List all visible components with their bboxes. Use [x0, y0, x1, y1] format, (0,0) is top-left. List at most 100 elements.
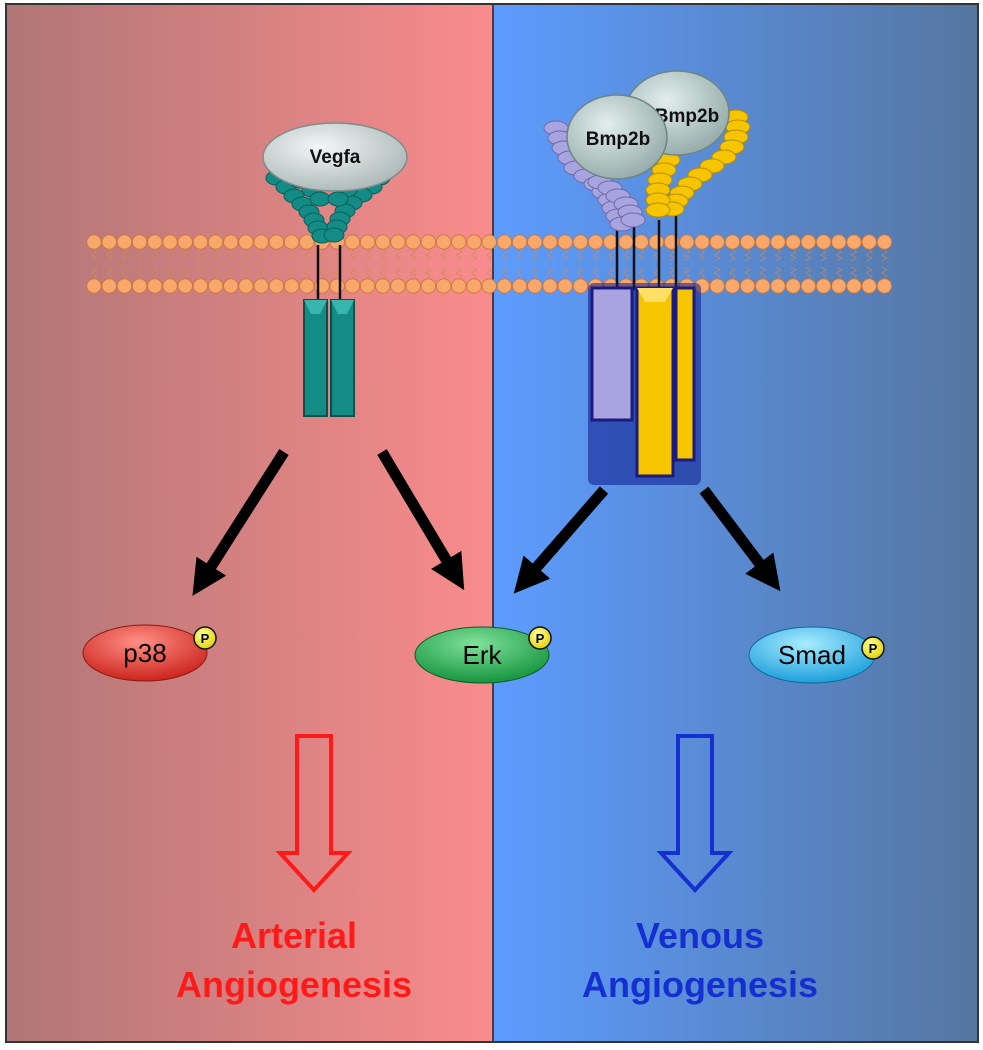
lipid-tail: [516, 248, 523, 262]
p38-phospho-badge: P: [193, 626, 217, 650]
arterial-label-line1: Arterial: [231, 915, 357, 956]
lipid-head: [511, 278, 528, 294]
lipid-head: [208, 234, 224, 250]
lipid-head: [162, 278, 178, 294]
vegf-receptor-kinase-right: [330, 299, 355, 417]
bmp2b-label-front: Bmp2b: [586, 129, 650, 150]
lipid-tail: [713, 248, 721, 262]
lipid-head: [831, 278, 847, 294]
bmp-receptor-extracellular-purple: [543, 120, 646, 232]
lipid-tail: [744, 248, 751, 262]
lipid-tail: [303, 248, 311, 262]
lipid-tail: [257, 266, 265, 280]
lipid-tail: [394, 266, 402, 280]
lipid-tail: [607, 266, 615, 280]
lipid-tail: [546, 248, 554, 262]
lipid-head: [283, 234, 300, 250]
lipid-tail: [820, 248, 827, 262]
lipid-head: [86, 278, 102, 294]
lipid-tail: [759, 266, 767, 280]
lipid-head: [815, 278, 832, 294]
lipid-tail: [835, 248, 843, 262]
lipid-tail: [698, 248, 706, 262]
lipid-tail: [637, 248, 645, 262]
lipid-tail: [820, 266, 827, 280]
smad-label: Smad: [778, 640, 846, 670]
lipid-head: [770, 278, 786, 294]
erk-phospho-badge: P: [528, 626, 552, 650]
lipid-tail: [805, 248, 812, 262]
arterial-background: [6, 4, 493, 1042]
lipid-head: [724, 234, 741, 250]
lipid-head: [861, 278, 877, 294]
lipid-head: [527, 278, 543, 294]
lipid-head: [633, 234, 649, 250]
lipid-tail: [273, 248, 280, 262]
lipid-tail: [288, 248, 295, 262]
lipid-tail: [683, 248, 691, 262]
membrane-heads-top: [86, 234, 893, 250]
lipid-head: [177, 234, 193, 250]
lipid-tail: [166, 266, 174, 280]
lipid-head: [268, 278, 284, 294]
lipid-head: [283, 278, 300, 294]
lipid-tail: [455, 248, 463, 262]
lipid-tail: [774, 248, 782, 262]
lipid-tail: [379, 248, 387, 262]
bmp2b-label-back: Bmp2b: [655, 106, 719, 127]
lipid-head: [876, 278, 893, 294]
lipid-head: [557, 278, 573, 294]
lipid-head: [390, 234, 406, 250]
lipid-head: [299, 234, 315, 250]
lipid-head: [511, 234, 528, 250]
lipid-head: [755, 278, 771, 294]
lipid-tail: [729, 248, 736, 262]
lipid-tail: [865, 266, 873, 280]
lipid-head: [344, 278, 360, 294]
lipid-head: [147, 278, 163, 294]
receptor-bead: [645, 202, 671, 218]
lipid-tail: [668, 266, 675, 280]
svg-text:P: P: [201, 631, 210, 646]
bmp-receptor-extracellular-yellow: [645, 109, 751, 218]
lipid-head: [162, 234, 178, 250]
lipid-head: [861, 234, 877, 250]
lipid-tail: [257, 248, 265, 262]
lipid-head: [785, 278, 801, 294]
lipid-head: [344, 234, 360, 250]
lipid-tail: [683, 266, 691, 280]
svg-text:P: P: [869, 641, 878, 656]
lipid-tail: [835, 266, 843, 280]
bmp-receptor-kinase-yellow-back: [674, 286, 696, 462]
lipid-head: [435, 278, 452, 294]
lipid-head: [709, 278, 725, 294]
lipid-head: [375, 278, 391, 294]
lipid-head: [223, 234, 239, 250]
lipid-tail: [349, 248, 356, 262]
lipid-tail: [668, 248, 675, 262]
lipid-tail: [166, 248, 174, 262]
lipid-tail: [288, 266, 295, 280]
lipid-head: [223, 278, 239, 294]
lipid-tail: [850, 266, 858, 280]
lipid-tail: [364, 248, 371, 262]
lipid-tail: [531, 266, 539, 280]
bmp-receptor: Bmp2b Bmp2b: [543, 70, 751, 485]
lipid-head: [451, 278, 467, 294]
signal-arrows: [192, 449, 781, 596]
lipid-tail: [789, 248, 797, 262]
lipid-tail: [561, 248, 569, 262]
lipid-tail: [637, 266, 645, 280]
lipid-head: [238, 234, 254, 250]
lipid-tail: [729, 266, 736, 280]
lipid-tail: [197, 248, 204, 262]
lipid-tail: [349, 266, 356, 280]
lipid-head: [238, 278, 254, 294]
lipid-tail: [379, 266, 387, 280]
lipid-tail: [212, 266, 219, 280]
lipid-head: [724, 278, 741, 294]
lipid-tail: [151, 266, 159, 280]
lipid-head: [466, 234, 482, 250]
lipid-head: [481, 278, 497, 294]
lipid-tail: [577, 266, 584, 280]
